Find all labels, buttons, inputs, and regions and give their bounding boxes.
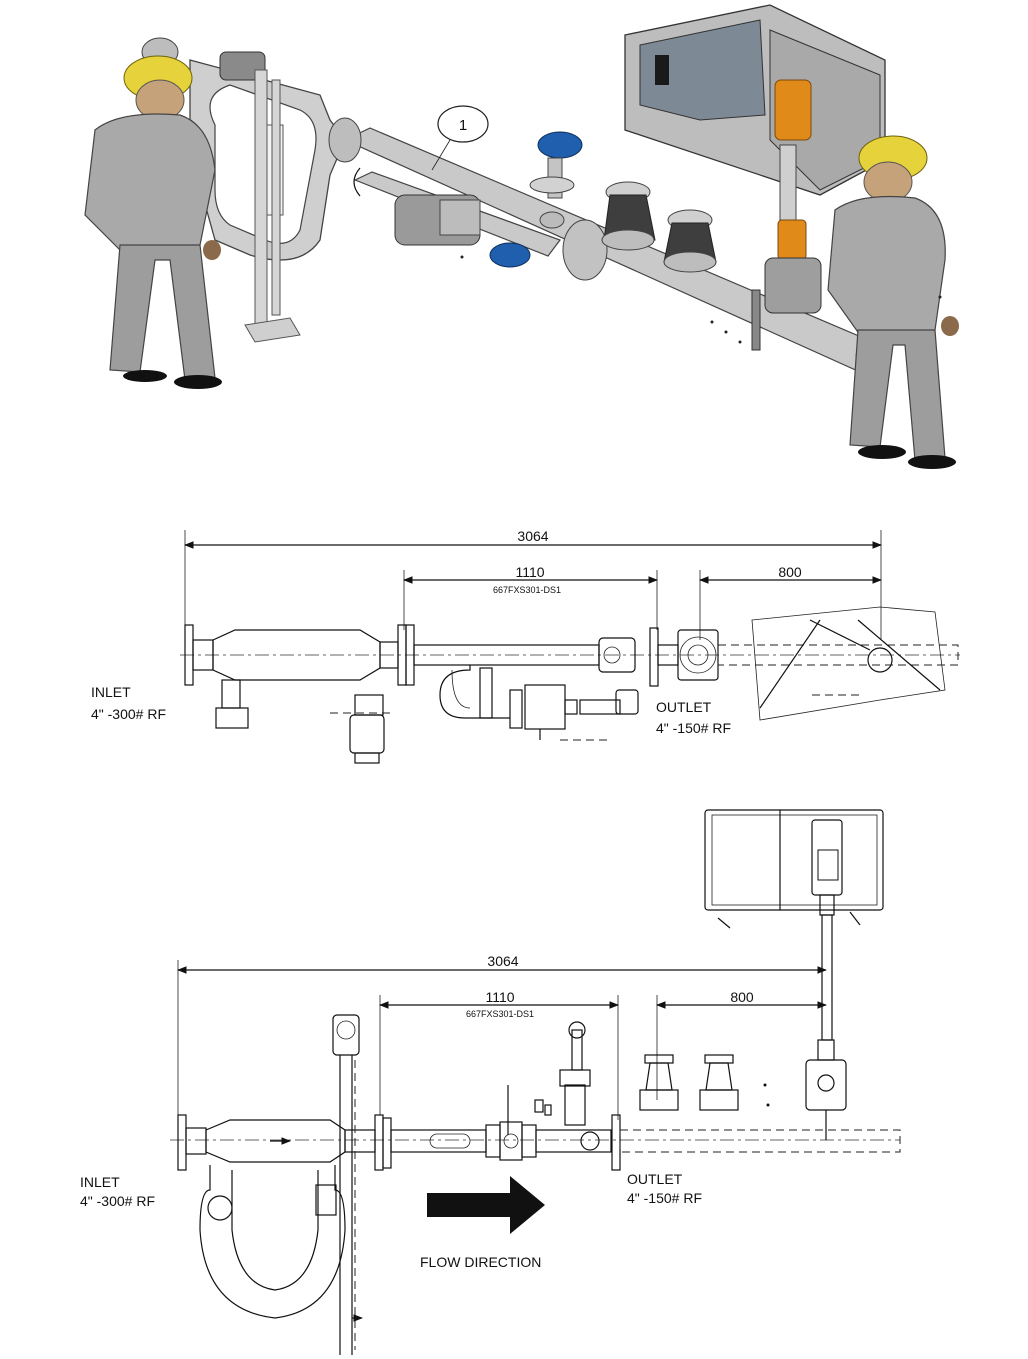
elev-outlet-label: OUTLET [627, 1171, 683, 1187]
plan-segment-tag: 667FXS301-DS1 [493, 585, 561, 595]
elev-segment-tag: 667FXS301-DS1 [466, 1009, 534, 1019]
elev-analyzer-cabinet [704, 809, 884, 1041]
iso-worker-right [827, 135, 959, 469]
plan-bypass-loop [439, 665, 639, 741]
plan-outlet-label: OUTLET [656, 699, 712, 715]
iso-support-stand [244, 69, 301, 343]
elev-right-dim-value: 800 [730, 989, 754, 1005]
elev-transmitter-mast [332, 1014, 363, 1355]
plan-overall-dimension: 3064 [184, 528, 882, 685]
plan-overall-dim-value: 3064 [517, 528, 548, 544]
analyzer-orange-unit [774, 79, 812, 141]
plan-outlet-label-group: OUTLET 4" -150# RF [656, 699, 731, 736]
plan-right-dimension: 800 [699, 564, 882, 640]
elev-inlet-spec: 4" -300# RF [80, 1193, 155, 1209]
plan-pipe-run [180, 606, 960, 721]
iso-worker-left [84, 55, 222, 389]
iso-outlet-valves [562, 181, 717, 281]
plan-transmitter [330, 694, 395, 764]
elev-pipe-run [170, 1021, 901, 1171]
iso-callout-balloon: 1 [431, 105, 489, 171]
elev-inlet-label: INLET [80, 1174, 120, 1190]
isometric-view: 1 [84, 4, 959, 469]
elev-segment-dim-value: 1110 [485, 989, 514, 1005]
elev-outlet-spec: 4" -150# RF [627, 1190, 702, 1206]
plan-view: 3064 1110 667FXS301-DS1 800 [91, 528, 960, 764]
flow-direction-label: FLOW DIRECTION [420, 1254, 541, 1270]
blue-actuator-upper [537, 131, 583, 159]
elev-inlet-label-group: INLET 4" -300# RF [80, 1174, 155, 1209]
plan-right-dim-value: 800 [778, 564, 802, 580]
iso-analyzer-cabinet [624, 4, 886, 351]
elev-outlet-label-group: OUTLET 4" -150# RF [627, 1171, 702, 1206]
plan-segment-dimension: 1110 667FXS301-DS1 [403, 564, 658, 630]
elev-coriolis-u-tube [199, 1165, 346, 1319]
iso-valve-assembly [394, 131, 583, 268]
elev-overall-dim-value: 3064 [487, 953, 518, 969]
plan-inlet-label-group: INLET 4" -300# RF [91, 684, 166, 722]
elev-outlet-valves [639, 1039, 847, 1140]
elev-overall-dimension: 3064 [177, 953, 827, 1115]
elev-segment-dimension: 1110 667FXS301-DS1 [379, 989, 619, 1120]
plan-inlet-spec: 4" -300# RF [91, 706, 166, 722]
plan-inlet-label: INLET [91, 684, 131, 700]
blue-actuator-lower [489, 242, 531, 268]
elev-right-dimension: 800 [656, 989, 827, 1100]
flow-direction-arrow: FLOW DIRECTION [420, 1176, 545, 1270]
plan-segment-dim-value: 1110 [515, 564, 544, 580]
callout-number: 1 [459, 117, 467, 134]
elevation-view: 3064 1110 667FXS301-DS1 800 [80, 809, 901, 1355]
iso-dotted-marks [460, 255, 942, 344]
plan-inlet-support [215, 679, 249, 729]
plan-outlet-spec: 4" -150# RF [656, 720, 731, 736]
